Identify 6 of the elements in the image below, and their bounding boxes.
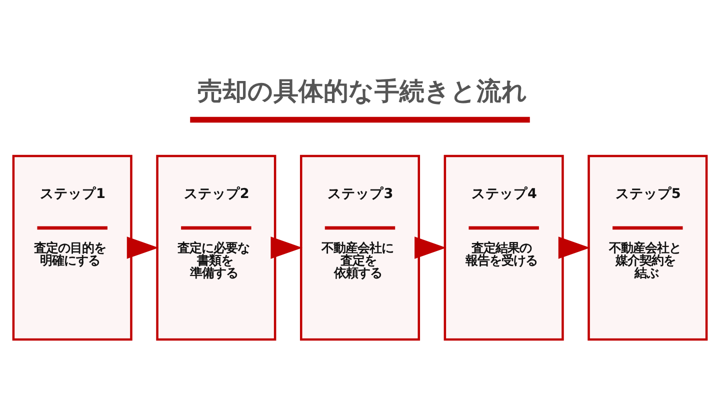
- arrow: [558, 236, 590, 258]
- arrow: [414, 236, 446, 258]
- node-box: ステップ5 不動産会社と媒介契約を結ぶ: [588, 154, 708, 340]
- arrow: [270, 236, 302, 258]
- diagram-title: 売却の具体的な手続きと流れ: [197, 76, 528, 105]
- arrow: [126, 236, 159, 258]
